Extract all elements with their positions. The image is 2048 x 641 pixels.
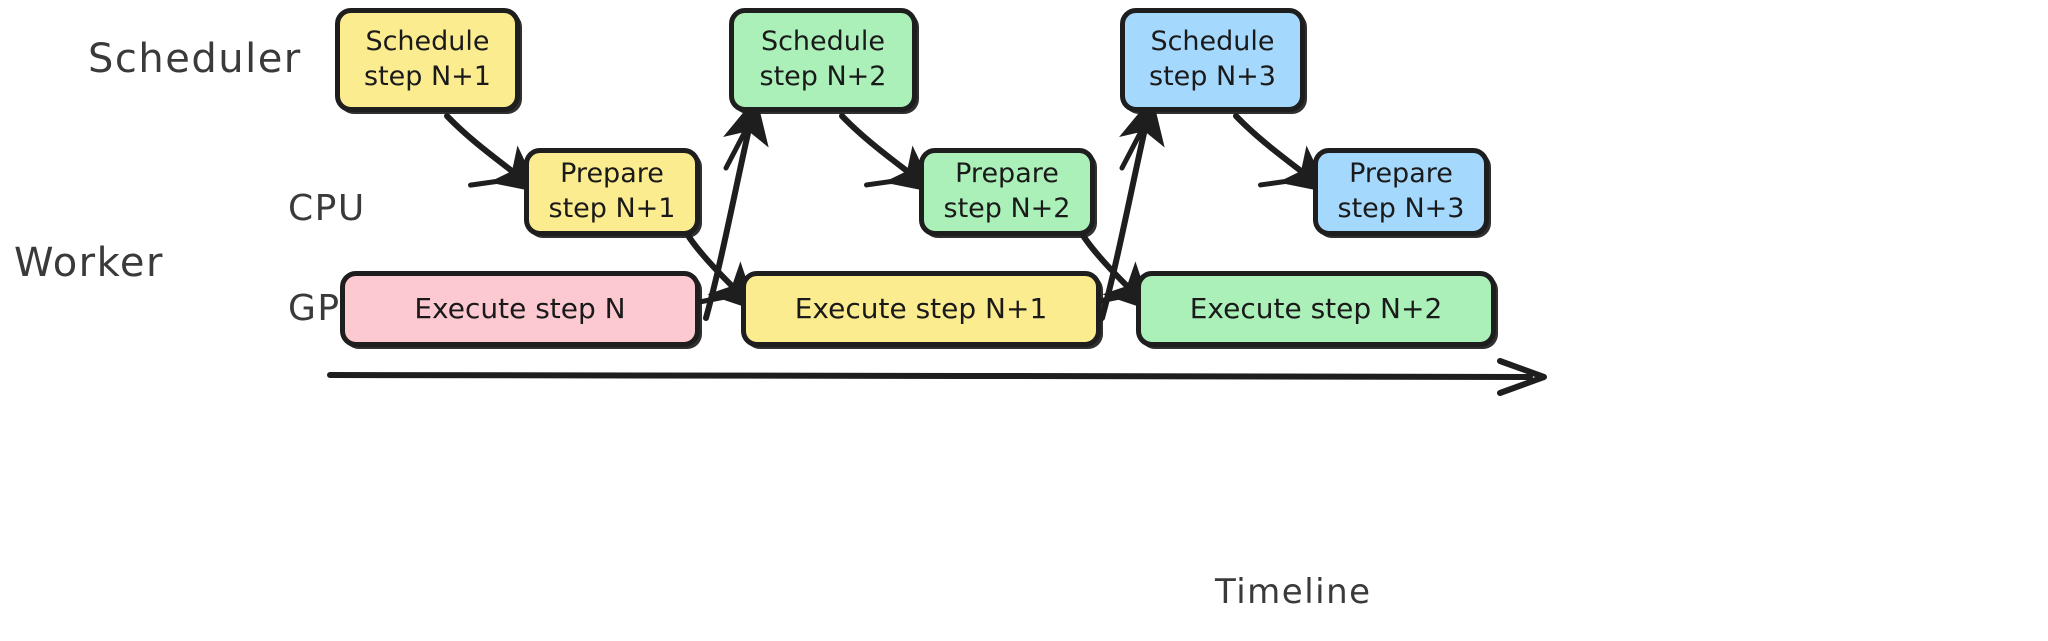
row-label-cpu: CPU <box>288 188 366 229</box>
box-label: Execute step N <box>414 292 626 326</box>
box-label-line1: Schedule <box>760 26 886 58</box>
box-execute-n2[interactable]: Execute step N+2 <box>1136 271 1496 347</box>
box-prepare-n2[interactable]: Prepare step N+2 <box>919 148 1095 236</box>
box-label-line1: Prepare <box>1349 158 1453 190</box>
box-label-line2: step N+3 <box>1149 61 1276 92</box>
box-schedule-n1[interactable]: Schedule step N+1 <box>335 8 520 112</box>
box-label-line2: step N+1 <box>364 61 491 92</box>
box-label: Execute step N+2 <box>1189 292 1443 326</box>
row-label-scheduler: Scheduler <box>88 36 302 82</box>
timeline-axis-label: Timeline <box>1215 572 1372 612</box>
box-label: Execute step N+1 <box>794 292 1048 326</box>
box-execute-n1[interactable]: Execute step N+1 <box>741 271 1101 347</box>
box-label-line1: Prepare <box>560 158 664 190</box>
box-prepare-n3[interactable]: Prepare step N+3 <box>1313 148 1489 236</box>
arrow-schedule-n1-to-prepare-n1 <box>444 113 540 193</box>
box-execute-n[interactable]: Execute step N <box>340 271 700 347</box>
box-label-line2: step N+2 <box>943 193 1071 224</box>
box-prepare-n1[interactable]: Prepare step N+1 <box>524 148 700 236</box>
box-label-line1: Schedule <box>365 26 490 58</box>
arrow-schedule-n3-to-prepare-n3 <box>1233 113 1329 193</box>
box-label-line2: step N+1 <box>548 193 676 224</box>
box-label-line1: Prepare <box>955 158 1059 190</box>
timeline-axis <box>327 358 1547 396</box>
box-schedule-n3[interactable]: Schedule step N+3 <box>1120 8 1305 112</box>
box-label-line2: step N+2 <box>759 61 887 92</box>
box-schedule-n2[interactable]: Schedule step N+2 <box>729 8 917 112</box>
arrow-schedule-n2-to-prepare-n2 <box>839 113 935 193</box>
box-label-line1: Schedule <box>1150 26 1275 58</box>
row-label-worker: Worker <box>14 240 164 286</box>
box-label-line2: step N+3 <box>1337 193 1465 224</box>
